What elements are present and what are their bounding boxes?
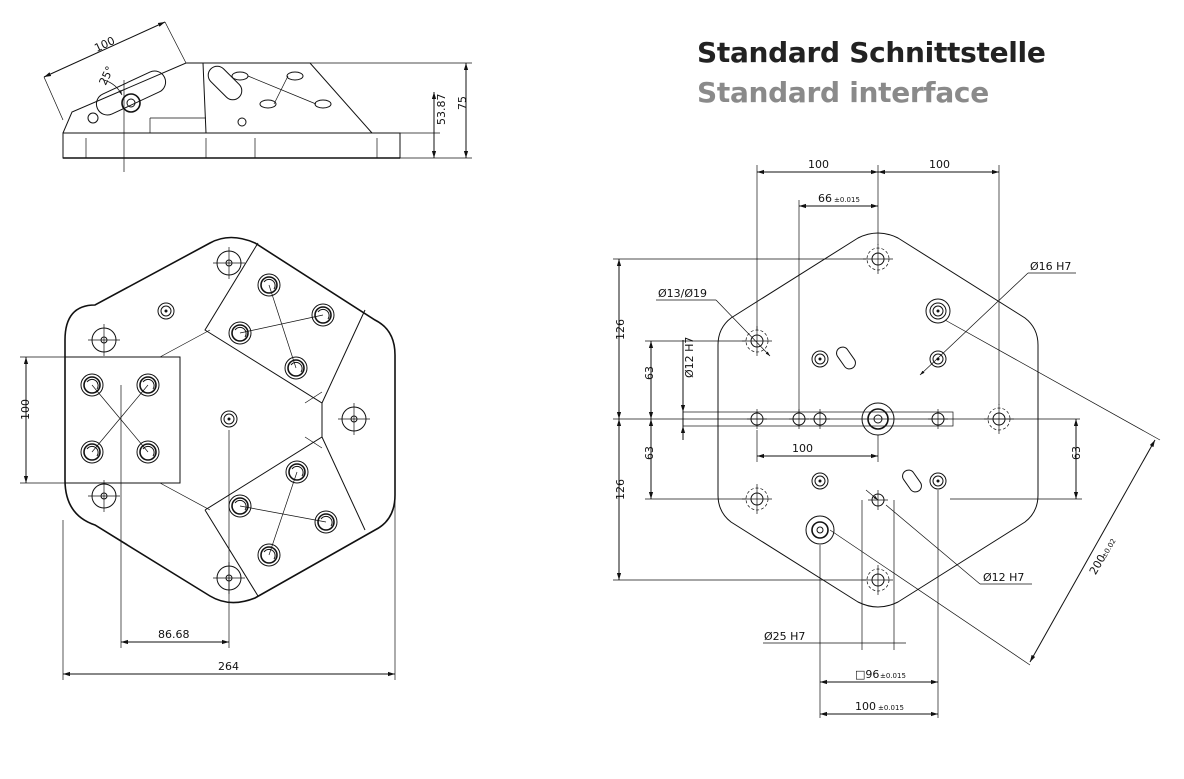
int-label-25h7: Ø25 H7 [764,630,805,643]
int-label-13-19: Ø13/Ø19 [658,287,707,300]
int-label-16h7: Ø16 H7 [1030,260,1071,273]
int-dim-top-left: 100 [808,158,829,171]
int-dim-100-mid: 100 [792,442,813,455]
side-view: 100 25° 53.87 75 [43,21,472,172]
int-dim-126-bottom: 126 [614,479,627,500]
int-dim-top-right: 100 [929,158,950,171]
int-dim-96-tol: ±0.015 [880,672,906,680]
title-english: Standard interface [697,76,989,109]
int-dim-100-bottom-tol: ±0.015 [878,704,904,712]
int-dim-66-tol: ±0.015 [834,196,860,204]
side-dim-angle: 25° [97,64,117,87]
interface-view: 100 100 66 ±0.015 126 63 63 126 Ø12 H7 6… [613,158,1161,718]
int-dim-66: 66 [818,192,832,205]
int-dim-126-top: 126 [614,319,627,340]
top-dim-total: 264 [218,660,239,673]
int-label-12h7-right: Ø12 H7 [983,571,1024,584]
int-dim-63-bottom: 63 [643,446,656,460]
side-dim-length: 100 [92,34,117,55]
int-label-12h7-left: Ø12 H7 [683,337,696,378]
int-dim-100-bottom: 100 [855,700,876,713]
side-dim-height-total: 75 [456,96,469,110]
int-dim-63-right: 63 [1070,446,1083,460]
top-view: 100 86.68 264 [19,236,396,680]
int-dim-63-top: 63 [643,366,656,380]
top-dim-offset: 86.68 [158,628,190,641]
int-dim-200-tol: ±0.02 [1100,537,1118,560]
top-dim-width-left: 100 [19,399,32,420]
int-dim-96: □96 [855,668,879,681]
side-dim-height-inner: 53.87 [435,94,448,126]
title-german: Standard Schnittstelle [697,36,1046,69]
